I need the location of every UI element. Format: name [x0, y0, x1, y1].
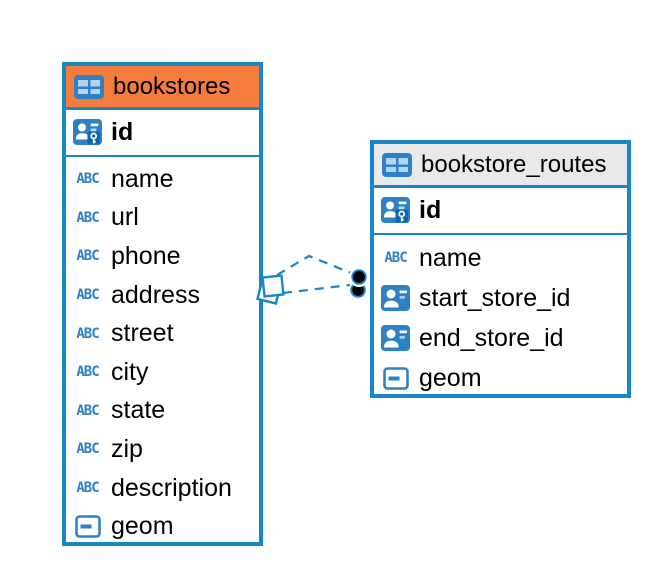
geometry-type-icon	[380, 366, 411, 390]
column-label: description	[111, 473, 232, 502]
column-row-name[interactable]: ABC name	[374, 238, 627, 278]
column-label: address	[111, 280, 200, 309]
text-type-icon: ABC	[76, 325, 99, 342]
relationship-line-lower	[282, 283, 351, 295]
relationship-line-upper	[276, 254, 352, 276]
column-label: state	[111, 396, 166, 425]
column-row-city[interactable]: ABC city	[66, 353, 259, 392]
column-row-address[interactable]: ABC address	[66, 276, 259, 315]
table-header-bookstores[interactable]: bookstores	[66, 66, 259, 110]
column-label: name	[419, 243, 482, 272]
primary-key-icon	[72, 119, 103, 146]
column-row-geom[interactable]: geom	[66, 507, 259, 546]
table-title: bookstore_routes	[421, 150, 607, 178]
table-header-bookstore-routes[interactable]: bookstore_routes	[374, 144, 627, 188]
pk-label: id	[111, 118, 134, 146]
column-label: name	[111, 164, 174, 193]
entity-bookstore-routes[interactable]: bookstore_routes id ABC name	[370, 140, 631, 398]
pk-label: id	[419, 196, 442, 224]
column-label: city	[111, 357, 149, 386]
column-label: start_store_id	[419, 283, 571, 312]
text-type-icon: ABC	[76, 248, 99, 265]
text-type-icon: ABC	[76, 209, 99, 226]
column-row-street[interactable]: ABC street	[66, 314, 259, 353]
text-type-icon: ABC	[384, 250, 407, 266]
entity-bookstores[interactable]: bookstores id ABC name	[62, 62, 263, 546]
relationship-lines[interactable]	[276, 254, 352, 295]
column-row-name[interactable]: ABC name	[66, 160, 259, 199]
text-type-icon: ABC	[76, 171, 99, 188]
column-row-state[interactable]: ABC state	[66, 392, 259, 431]
text-type-icon: ABC	[76, 441, 99, 458]
column-row-phone[interactable]: ABC phone	[66, 237, 259, 276]
column-row-zip[interactable]: ABC zip	[66, 430, 259, 469]
geometry-type-icon	[72, 515, 103, 538]
text-type-icon: ABC	[76, 287, 99, 304]
primary-key-icon	[380, 197, 411, 224]
pk-row-bookstores-id[interactable]: id	[66, 110, 259, 157]
table-title: bookstores	[113, 72, 231, 100]
column-label: street	[111, 319, 174, 348]
relationship-target-marker-dots[interactable]	[349, 267, 369, 298]
text-type-icon: ABC	[76, 402, 99, 419]
column-row-description[interactable]: ABC description	[66, 469, 259, 508]
column-row-end-store-id[interactable]: end_store_id	[374, 318, 627, 358]
column-label: geom	[419, 363, 482, 392]
pk-row-routes-id[interactable]: id	[374, 188, 627, 235]
column-label: url	[111, 203, 139, 232]
column-label: end_store_id	[419, 323, 564, 352]
column-label: phone	[111, 241, 181, 270]
column-row-url[interactable]: ABC url	[66, 199, 259, 238]
text-type-icon: ABC	[76, 364, 99, 381]
column-row-geom[interactable]: geom	[374, 358, 627, 398]
reference-icon	[380, 285, 411, 311]
table-icon	[73, 74, 104, 99]
column-row-start-store-id[interactable]: start_store_id	[374, 278, 627, 318]
column-label: geom	[111, 512, 174, 541]
text-type-icon: ABC	[76, 480, 99, 497]
table-icon	[381, 152, 412, 177]
reference-icon	[380, 325, 411, 351]
column-label: zip	[111, 434, 143, 463]
